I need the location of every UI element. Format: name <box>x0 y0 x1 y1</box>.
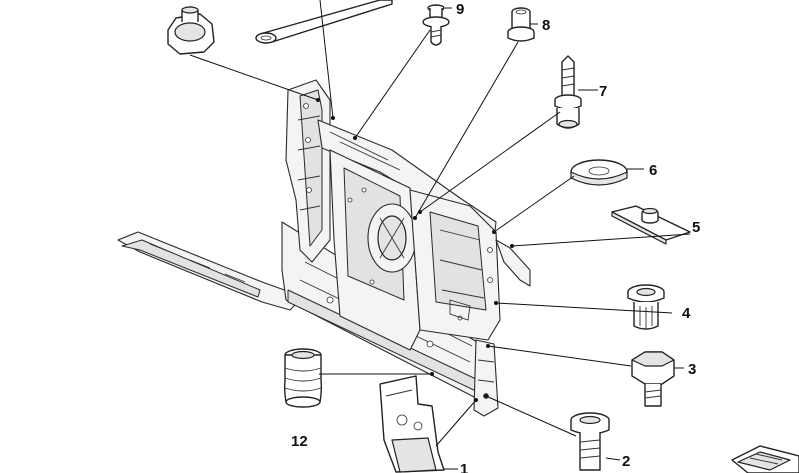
part-12-bushing <box>283 348 323 408</box>
part-4-rivet-nut <box>627 284 665 330</box>
callout-12: 12 <box>291 433 308 450</box>
part-6-washer <box>570 159 628 186</box>
part-5-plate-stud <box>611 205 691 245</box>
callout-numbers: 1 2 3 4 5 6 7 8 9 12 <box>291 1 700 473</box>
corner-logo-icon <box>731 445 799 473</box>
callout-3: 3 <box>688 361 696 378</box>
front-end-structure <box>117 79 531 417</box>
part-1-bracket-plate <box>379 375 445 473</box>
part-2-bolt <box>570 412 610 471</box>
callout-6: 6 <box>649 162 657 179</box>
part-3-hex-bolt <box>631 351 675 407</box>
part-7-expanding-stud <box>554 55 582 129</box>
part-8-sleeve <box>507 7 535 42</box>
callout-9: 9 <box>456 1 464 18</box>
callout-1: 1 <box>460 461 468 473</box>
leader-lines <box>189 0 691 470</box>
leader-dots <box>316 98 514 402</box>
hex-nut <box>167 6 215 55</box>
callout-8: 8 <box>542 17 550 34</box>
callout-7: 7 <box>599 83 607 100</box>
cable-tie <box>255 0 393 44</box>
callout-5: 5 <box>692 219 700 236</box>
callout-2: 2 <box>622 453 630 470</box>
part-9-clip <box>422 4 450 46</box>
callout-4: 4 <box>682 305 691 322</box>
